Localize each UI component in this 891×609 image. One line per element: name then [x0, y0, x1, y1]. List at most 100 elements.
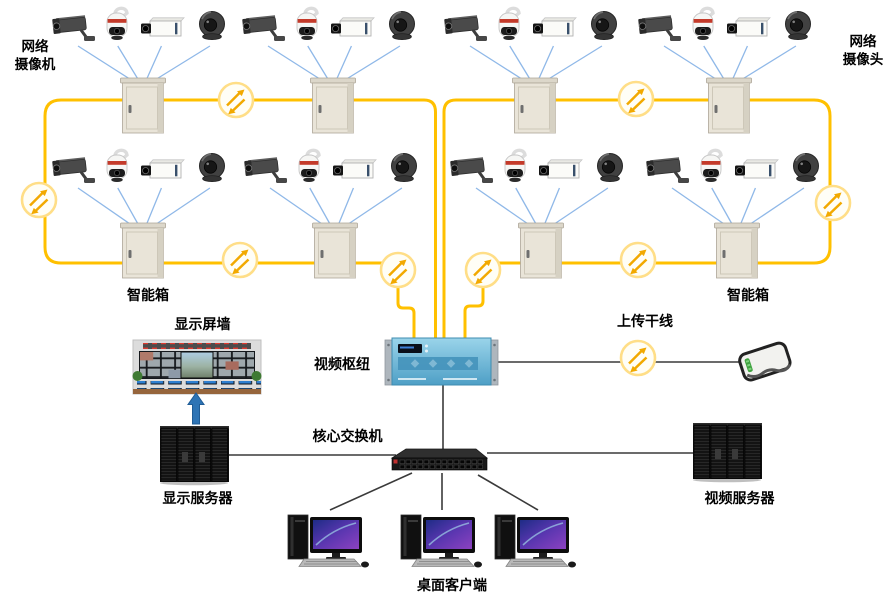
- ptz-dome-camera-icon: [691, 6, 715, 42]
- smart-box-cabinet: [120, 77, 166, 134]
- ptz-dome-camera-icon: [497, 6, 521, 42]
- ptz-dome-camera-icon: [503, 148, 527, 184]
- switch-to-client1-line: [329, 472, 413, 511]
- bidirectional-arrows-icon: [20, 181, 58, 219]
- network-lines: [228, 361, 739, 511]
- bidirectional-arrows-icon: [217, 81, 255, 119]
- camera-link-line: [335, 45, 353, 82]
- camera-link-line: [703, 45, 726, 82]
- box-camera-icon: [538, 159, 583, 179]
- camera-link-line: [145, 187, 163, 227]
- box-camera-icon: [330, 17, 375, 37]
- eyeball-dome-camera-icon: [388, 10, 416, 41]
- camera-link-line: [739, 45, 797, 82]
- label-network-camera-left-line2: 摄像机: [14, 56, 56, 72]
- camera-link-line: [663, 45, 720, 82]
- camera-cluster: [644, 148, 820, 279]
- bullet-camera-icon: [636, 13, 683, 43]
- bullet-camera-icon: [448, 155, 495, 185]
- label-network-camera-right-line2: 摄像头: [842, 51, 884, 67]
- camera-link-line: [344, 187, 403, 227]
- core-switch-device: [390, 448, 489, 471]
- smart-box-cabinet: [706, 77, 752, 134]
- eyeball-dome-camera-icon: [596, 152, 624, 183]
- smart-box-cabinet: [312, 222, 358, 279]
- ptz-dome-camera-icon: [295, 6, 319, 42]
- bullet-camera-icon: [240, 13, 287, 43]
- bidirectional-arrows-icon: [619, 339, 657, 377]
- camera-link-line: [711, 187, 734, 227]
- label-network-camera-left-line1: 网络: [21, 39, 49, 54]
- camera-link-line: [515, 187, 538, 227]
- camera-link-line: [152, 187, 211, 227]
- bullet-camera-icon: [644, 155, 691, 185]
- fiber-trunk-lines: [43, 98, 832, 343]
- camera-link-line: [731, 45, 749, 82]
- ptz-dome-camera-icon: [297, 148, 321, 184]
- label-upload-trunk: 上传干线: [617, 313, 673, 329]
- camera-link-line: [337, 187, 355, 227]
- camera-link-line: [545, 45, 603, 82]
- switch-to-client3-line: [477, 474, 539, 511]
- label-display-server: 显示服务器: [162, 490, 233, 506]
- video-hub-device: [384, 337, 499, 386]
- label-network-camera-right-line1: 网络: [849, 34, 877, 49]
- box-camera-icon: [332, 159, 377, 179]
- box-camera-icon: [726, 17, 771, 37]
- camera-link-line: [739, 187, 757, 227]
- camera-link-line: [117, 45, 140, 82]
- camera-cluster: [50, 6, 226, 134]
- camera-link-line: [309, 187, 332, 227]
- smart-box-cabinet: [714, 222, 760, 279]
- bidirectional-arrows-icon: [617, 80, 655, 118]
- eyeball-dome-camera-icon: [198, 152, 226, 183]
- box-camera-icon: [140, 159, 185, 179]
- eyeball-dome-camera-icon: [784, 10, 812, 41]
- camera-link-line: [469, 45, 526, 82]
- box-camera-icon: [532, 17, 577, 37]
- trunk-gateway-device: [738, 341, 792, 382]
- camera-link-line: [77, 45, 134, 82]
- display-wall-image: [132, 339, 262, 395]
- bidirectional-arrows-icon: [814, 184, 852, 222]
- box-camera-icon: [734, 159, 779, 179]
- label-network-camera-left: 网络 摄像机: [2, 38, 68, 73]
- bidirectional-arrows-icon: [619, 241, 657, 279]
- ptz-dome-camera-icon: [699, 148, 723, 184]
- camera-link-line: [267, 45, 324, 82]
- camera-cluster: [442, 6, 618, 134]
- camera-link-line: [537, 45, 555, 82]
- bullet-camera-icon: [242, 155, 289, 185]
- camera-link-line: [269, 187, 326, 227]
- fiber-elbow-right: [463, 282, 485, 343]
- eyeball-dome-camera-icon: [390, 152, 418, 183]
- label-network-camera-right: 网络 摄像头: [836, 33, 890, 68]
- camera-link-line: [343, 45, 401, 82]
- camera-cluster: [448, 148, 624, 279]
- display-server-racks: [159, 425, 230, 486]
- eyeball-dome-camera-icon: [792, 152, 820, 183]
- desktop-client-pc: [494, 514, 577, 569]
- camera-link-line: [543, 187, 561, 227]
- label-core-switch: 核心交换机: [312, 428, 383, 444]
- camera-link-line: [153, 45, 211, 82]
- smart-box-cabinet: [310, 77, 356, 134]
- bidirectional-arrows-icon: [379, 251, 417, 289]
- camera-link-line: [746, 187, 805, 227]
- up-arrow-icon: [187, 392, 205, 425]
- eyeball-dome-camera-icon: [590, 10, 618, 41]
- eyeball-dome-camera-icon: [198, 10, 226, 41]
- camera-cluster: [636, 6, 812, 134]
- label-video-server: 视频服务器: [704, 490, 775, 506]
- smart-box-cabinet: [512, 77, 558, 134]
- camera-cluster: [240, 6, 416, 134]
- camera-link-line: [117, 187, 140, 227]
- label-display-wall: 显示屏墙: [174, 316, 231, 332]
- ptz-dome-camera-icon: [105, 6, 129, 42]
- bullet-camera-icon: [50, 155, 97, 185]
- desktop-client-pc: [400, 514, 483, 569]
- desktop-client-pc: [287, 514, 370, 569]
- smart-box-cabinet: [518, 222, 564, 279]
